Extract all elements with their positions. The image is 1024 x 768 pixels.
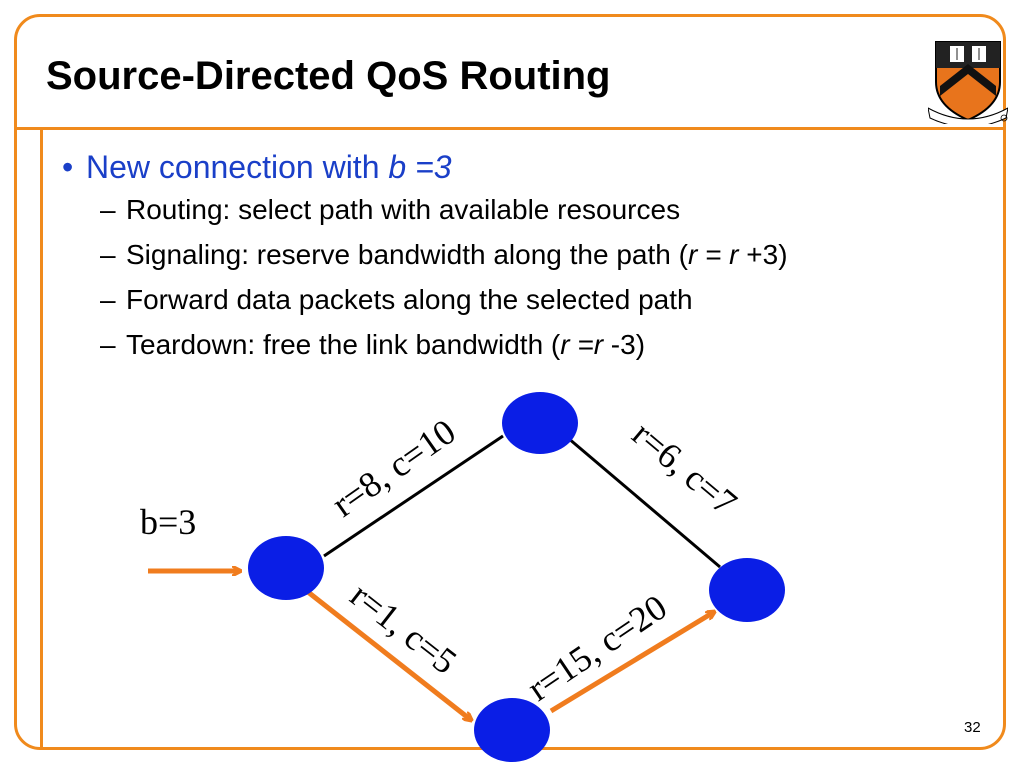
- node-bottom: [474, 698, 550, 762]
- bullet-variable: b =3: [388, 149, 452, 185]
- page-number: 32: [964, 719, 981, 736]
- title-divider: [14, 127, 1006, 130]
- path-link-bottom-right: [549, 612, 714, 714]
- left-margin-line: [40, 128, 43, 748]
- bullet-new-connection: • New connection with b =3: [62, 147, 962, 187]
- sub-bullet-text: Teardown: free the link bandwidth (: [126, 329, 561, 360]
- bullet-text: New connection with: [86, 149, 389, 185]
- sub-bullet-marker: –: [100, 329, 116, 360]
- link-label-top-right: r=6, c=7: [625, 413, 745, 522]
- sub-bullet-text: Signaling: reserve bandwidth along the p…: [126, 239, 688, 270]
- sub-bullet-marker: –: [100, 239, 116, 270]
- node-top: [502, 392, 578, 454]
- sub-bullet-signaling: –Signaling: reserve bandwidth along the …: [62, 232, 962, 277]
- link-top-right: [567, 436, 721, 569]
- sub-bullet-suffix: -3): [603, 329, 646, 360]
- bullet-list: •New connection with b =3 –Routing: sele…: [62, 147, 962, 367]
- sub-bullet-expression: r = r: [687, 239, 739, 270]
- sub-bullet-marker: –: [100, 284, 116, 315]
- sub-bullet-text: Routing: select path with available reso…: [126, 194, 681, 225]
- sub-bullet-suffix: +3): [738, 239, 788, 270]
- path-link-left-bottom: [306, 590, 471, 720]
- sub-bullet-expression: r =r: [560, 329, 604, 360]
- node-source: [248, 536, 324, 600]
- input-bandwidth-label: b=3: [140, 502, 196, 542]
- princeton-shield-logo: [928, 41, 1008, 124]
- sub-bullet-teardown: –Teardown: free the link bandwidth (r =r…: [62, 322, 962, 367]
- sub-bullet-marker: –: [100, 194, 116, 225]
- link-left-top: [323, 434, 504, 558]
- slide-title: Source-Directed QoS Routing: [46, 54, 611, 98]
- sub-bullet-text: Forward data packets along the selected …: [126, 284, 693, 315]
- sub-bullet-forwarding: –Forward data packets along the selected…: [62, 277, 962, 322]
- bullet-marker: •: [62, 149, 74, 185]
- sub-bullet-routing: –Routing: select path with available res…: [62, 187, 962, 232]
- node-destination: [709, 558, 785, 622]
